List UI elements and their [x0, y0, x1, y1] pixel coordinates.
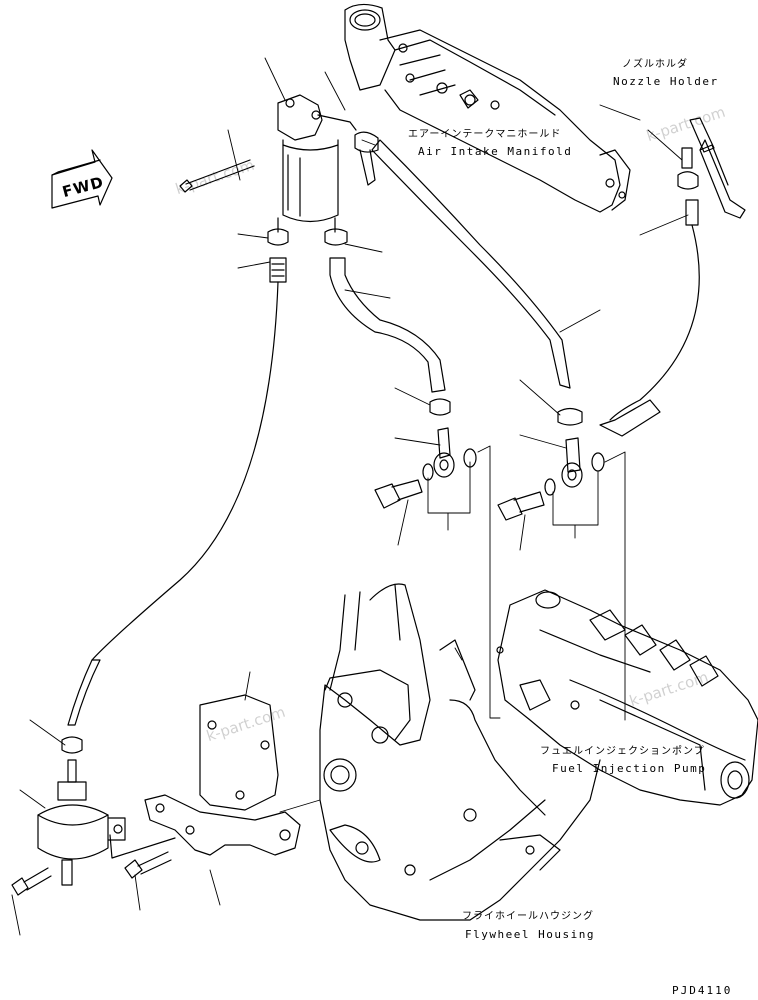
feed-hose-long: [67, 224, 700, 726]
filter-mount-bolt: [179, 159, 255, 193]
filter-brackets: [109, 694, 301, 879]
air-intake-label-jp: エアーインテークマニホールド: [408, 129, 562, 140]
drawing-code: PJD4110: [672, 984, 733, 997]
banjo-fitting-right: [497, 399, 661, 521]
fuel-pump-label-en: Fuel Injection Pump: [552, 762, 707, 775]
flywheel-label-en: Flywheel Housing: [465, 928, 595, 941]
lower-filter: [11, 736, 126, 896]
fuel-filter: [277, 94, 357, 223]
leader-lines: [11, 57, 689, 936]
fuel-injection-pump: [496, 589, 758, 806]
filter-hoses: [267, 217, 446, 393]
air-intake-manifold: [344, 3, 631, 213]
air-intake-label-en: Air Intake Manifold: [418, 145, 573, 158]
fuel-pump-label-jp: フュエルインジェクションポンプ: [540, 746, 705, 757]
flywheel-housing: [319, 583, 601, 921]
nozzle-holder-label-en: Nozzle Holder: [613, 75, 719, 88]
banjo-fitting-left: [374, 398, 477, 509]
nozzle-holder-label-jp: ノズルホルダ: [622, 59, 688, 70]
fwd-arrow-icon: [51, 149, 113, 209]
flywheel-label-jp: フライホイールハウジング: [462, 911, 594, 922]
nozzle-holder: [677, 117, 746, 226]
return-hose: [354, 131, 571, 389]
